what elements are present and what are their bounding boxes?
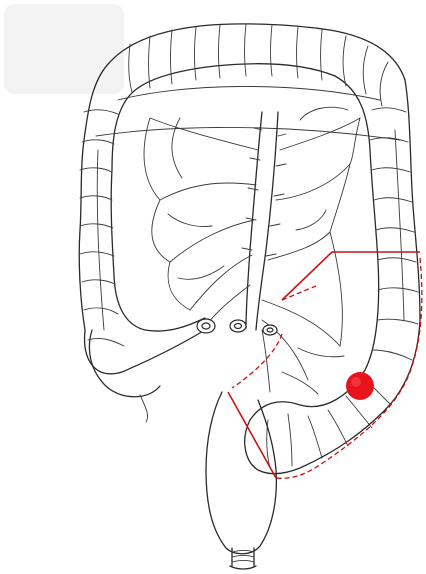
resection-margin [228,252,422,478]
scan-smudge [4,4,124,94]
tumor-marker [346,372,374,400]
rectum [206,392,276,569]
mesenteric-vessels [144,107,360,394]
